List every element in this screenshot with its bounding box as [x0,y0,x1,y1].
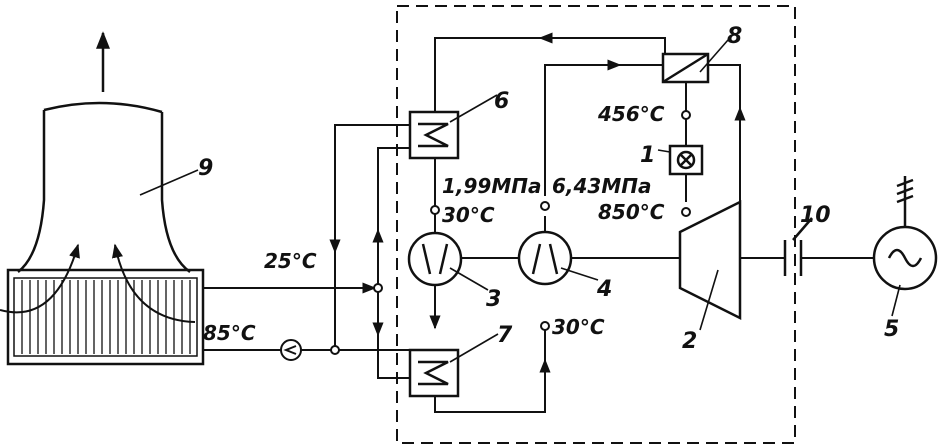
cooling-water-piping [203,124,418,379]
cooling-water-junction [373,283,383,293]
cooler-6 [408,110,460,160]
component-labels: 1 2 3 4 5 6 7 8 9 10 [198,24,899,354]
readouts: 456°C 850°C 1,99МПа 6,43МПа 30°C 30°C 25… [203,102,665,345]
cooling-water-junction [330,345,340,355]
cooler-7 [408,348,460,398]
label-6: 6 [494,89,509,114]
coupling-10 [783,217,813,276]
compressor-4 [517,230,573,286]
compressor1-inlet-temp: 30°C [442,203,495,227]
tower-heat-exchanger [6,268,205,366]
sensor-points [430,110,691,331]
turbine-inlet-temp: 850°C [598,200,665,224]
leader-lines [139,39,901,363]
generator-5 [872,176,938,291]
cooling-water-cold-temp: 25°C [264,249,317,273]
compressor-3 [407,231,463,287]
reactor-1 [668,144,704,176]
label-5: 5 [884,317,899,342]
air-flow-arrows [0,243,196,323]
cooling-water-pump [280,339,302,361]
gas-loop-piping [429,32,873,413]
low-pressure: 1,99МПа [442,174,541,198]
label-3: 3 [486,287,501,312]
label-4: 4 [596,277,612,302]
turbine-outlet-temp: 456°C [597,102,665,126]
label-7: 7 [497,323,513,348]
recuperator-8 [661,52,710,84]
cooling-tower [17,31,191,274]
label-2: 2 [682,329,697,354]
compressor2-inlet-temp: 30°C [552,315,605,339]
tower-tubes [21,280,191,354]
cooling-water-hot-temp: 85°C [203,321,256,345]
high-pressure: 6,43МПа [552,174,651,198]
plant-boundary [396,5,796,444]
turbine-2 [678,199,742,321]
label-8: 8 [727,24,742,49]
label-10: 10 [800,203,831,228]
label-1: 1 [640,143,655,168]
label-9: 9 [198,156,213,181]
